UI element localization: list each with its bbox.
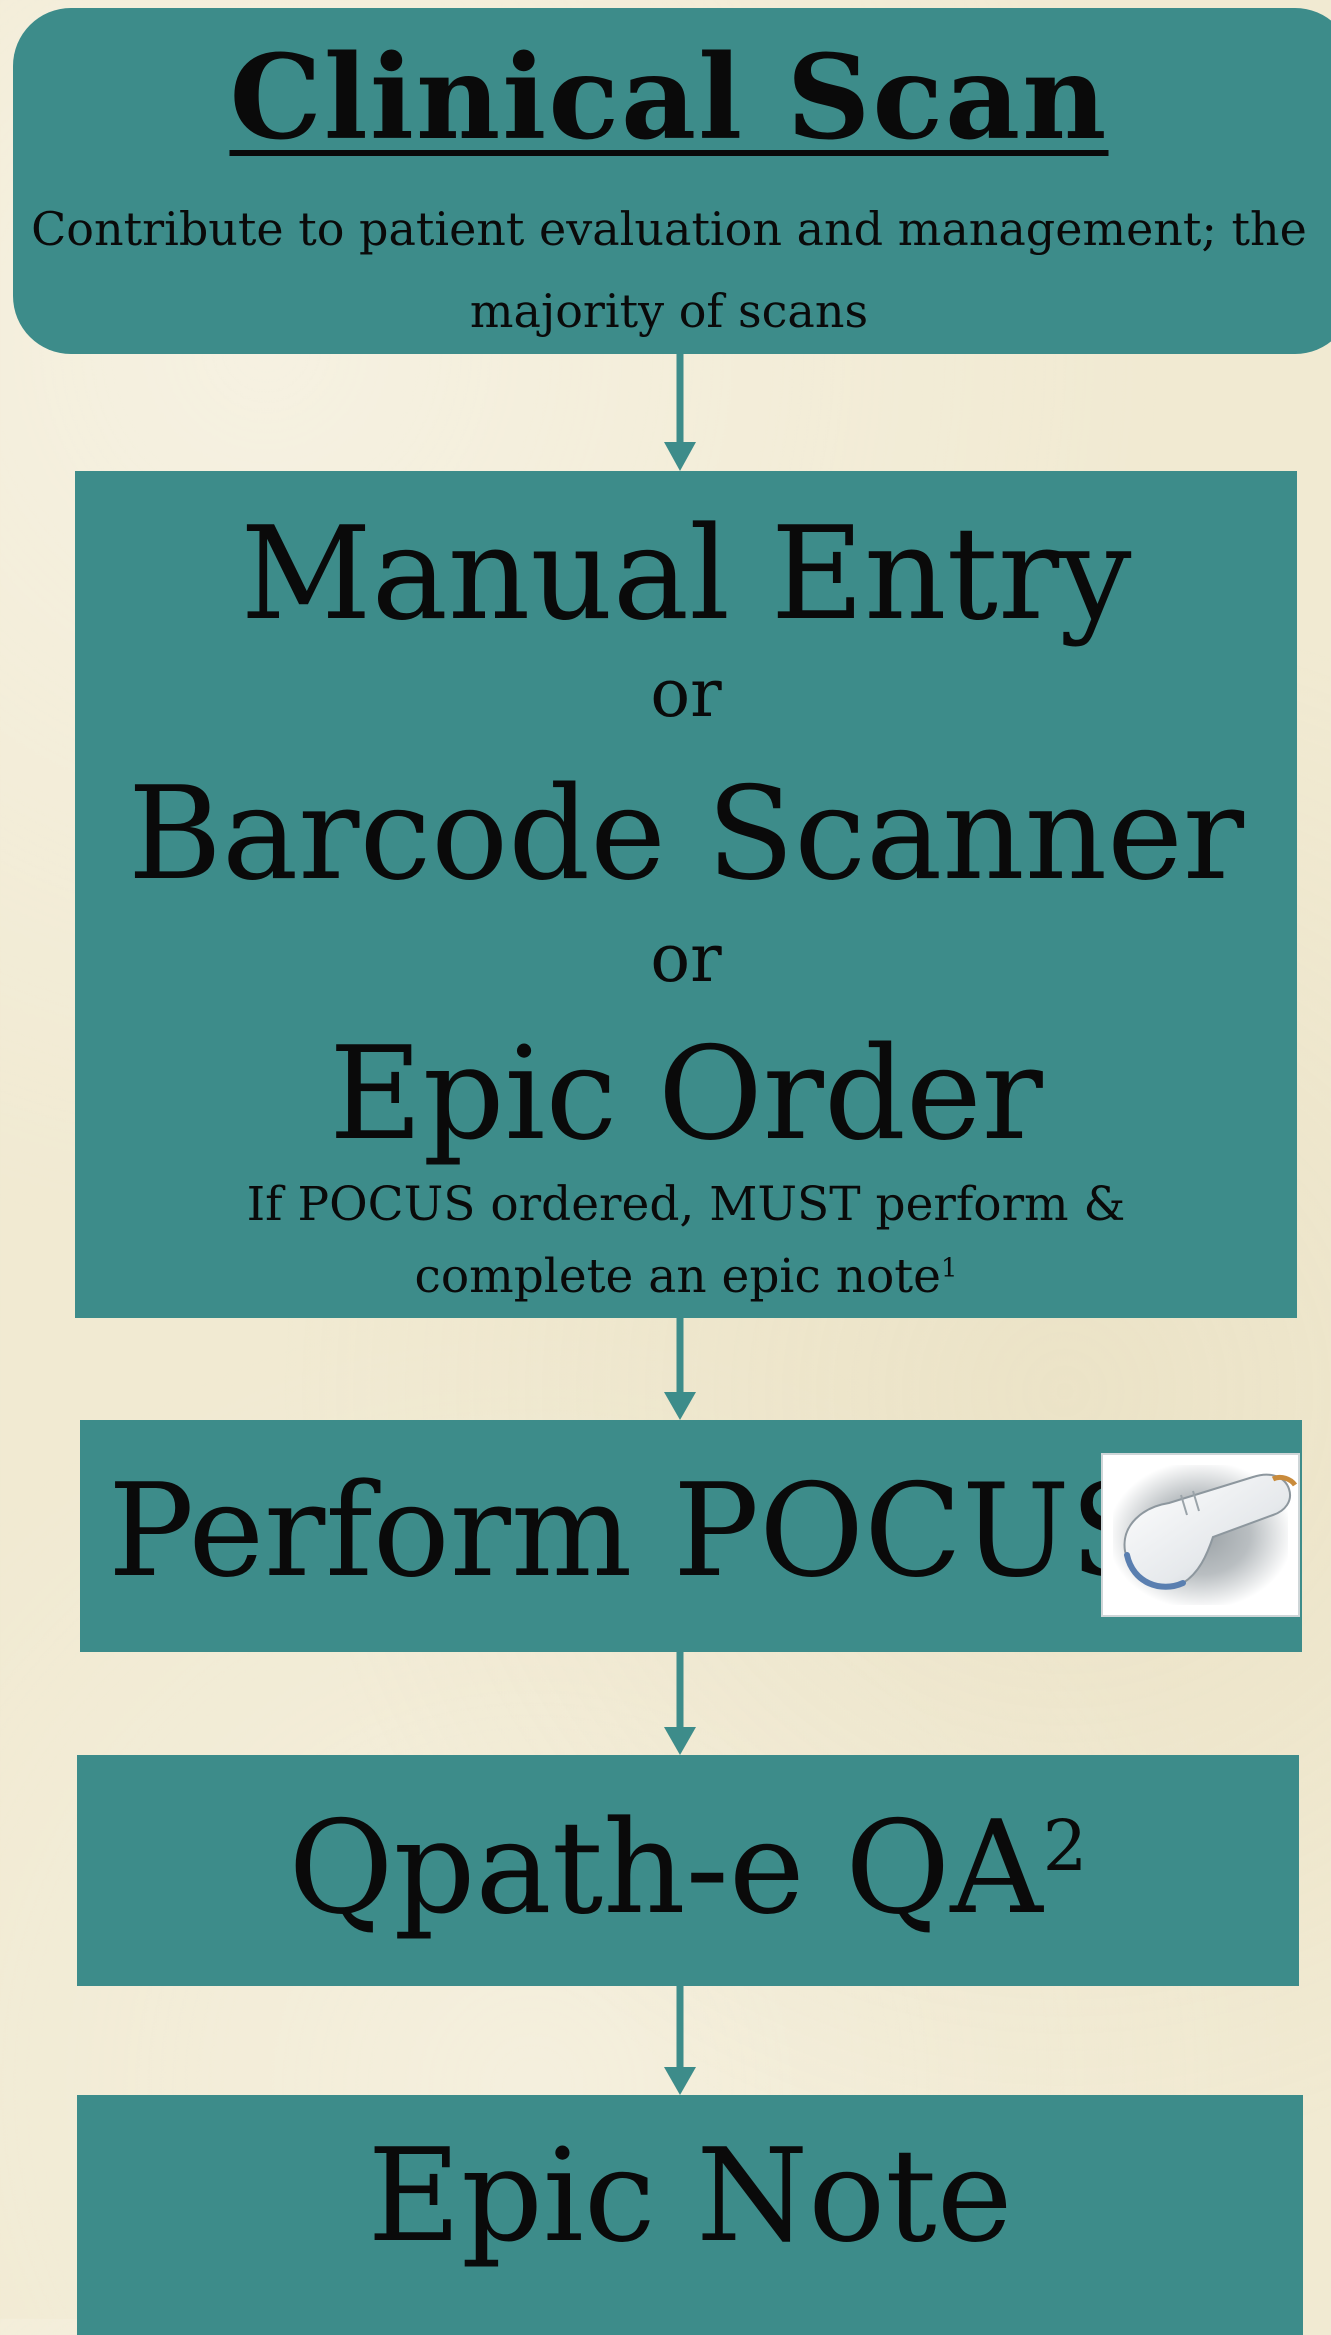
- clinical-scan-box: Clinical Scan Contribute to patient eval…: [13, 8, 1331, 354]
- pocus-note-line1: If POCUS ordered, MUST perform &: [246, 1177, 1126, 1232]
- clinical-scan-subtitle-line1: Contribute to patient evaluation and man…: [31, 202, 1307, 256]
- epic-note-box: Epic Note: [77, 2095, 1303, 2335]
- qpath-qa-box: Qpath-e QA2: [77, 1755, 1299, 1986]
- pocus-note-line2-text: complete an epic note: [414, 1249, 941, 1304]
- pocus-note-line2: complete an epic note1: [75, 1253, 1297, 1300]
- manual-entry-label: Manual Entry: [240, 500, 1132, 649]
- arrow-3: [664, 1652, 696, 1755]
- clinical-scan-title: Clinical Scan: [229, 30, 1109, 166]
- arrow-1: [664, 354, 696, 471]
- clinical-scan-subtitle-line2: majority of scans: [469, 284, 869, 338]
- epic-note-title: Epic Note: [367, 2122, 1013, 2271]
- barcode-scanner-label: Barcode Scanner: [127, 760, 1245, 909]
- arrow-2: [664, 1318, 696, 1420]
- qpath-qa-title-text: Qpath-e QA: [288, 1794, 1043, 1943]
- entry-options-box: Manual Entry or Barcode Scanner or Epic …: [75, 471, 1297, 1318]
- or-label-2: or: [650, 920, 722, 997]
- epic-order-label: Epic Order: [329, 1020, 1043, 1169]
- footnote-2-marker: 2: [1042, 1804, 1088, 1887]
- ultrasound-probe-icon: [1101, 1453, 1300, 1617]
- footnote-1-marker: 1: [941, 1253, 958, 1284]
- or-label-1: or: [650, 655, 722, 732]
- arrow-4: [664, 1986, 696, 2095]
- perform-pocus-box: Perform POCUS: [80, 1420, 1302, 1652]
- ultrasound-probe-drawing: [1123, 1473, 1298, 1590]
- perform-pocus-title: Perform POCUS: [108, 1457, 1158, 1606]
- qpath-qa-title: Qpath-e QA2: [77, 1805, 1299, 1933]
